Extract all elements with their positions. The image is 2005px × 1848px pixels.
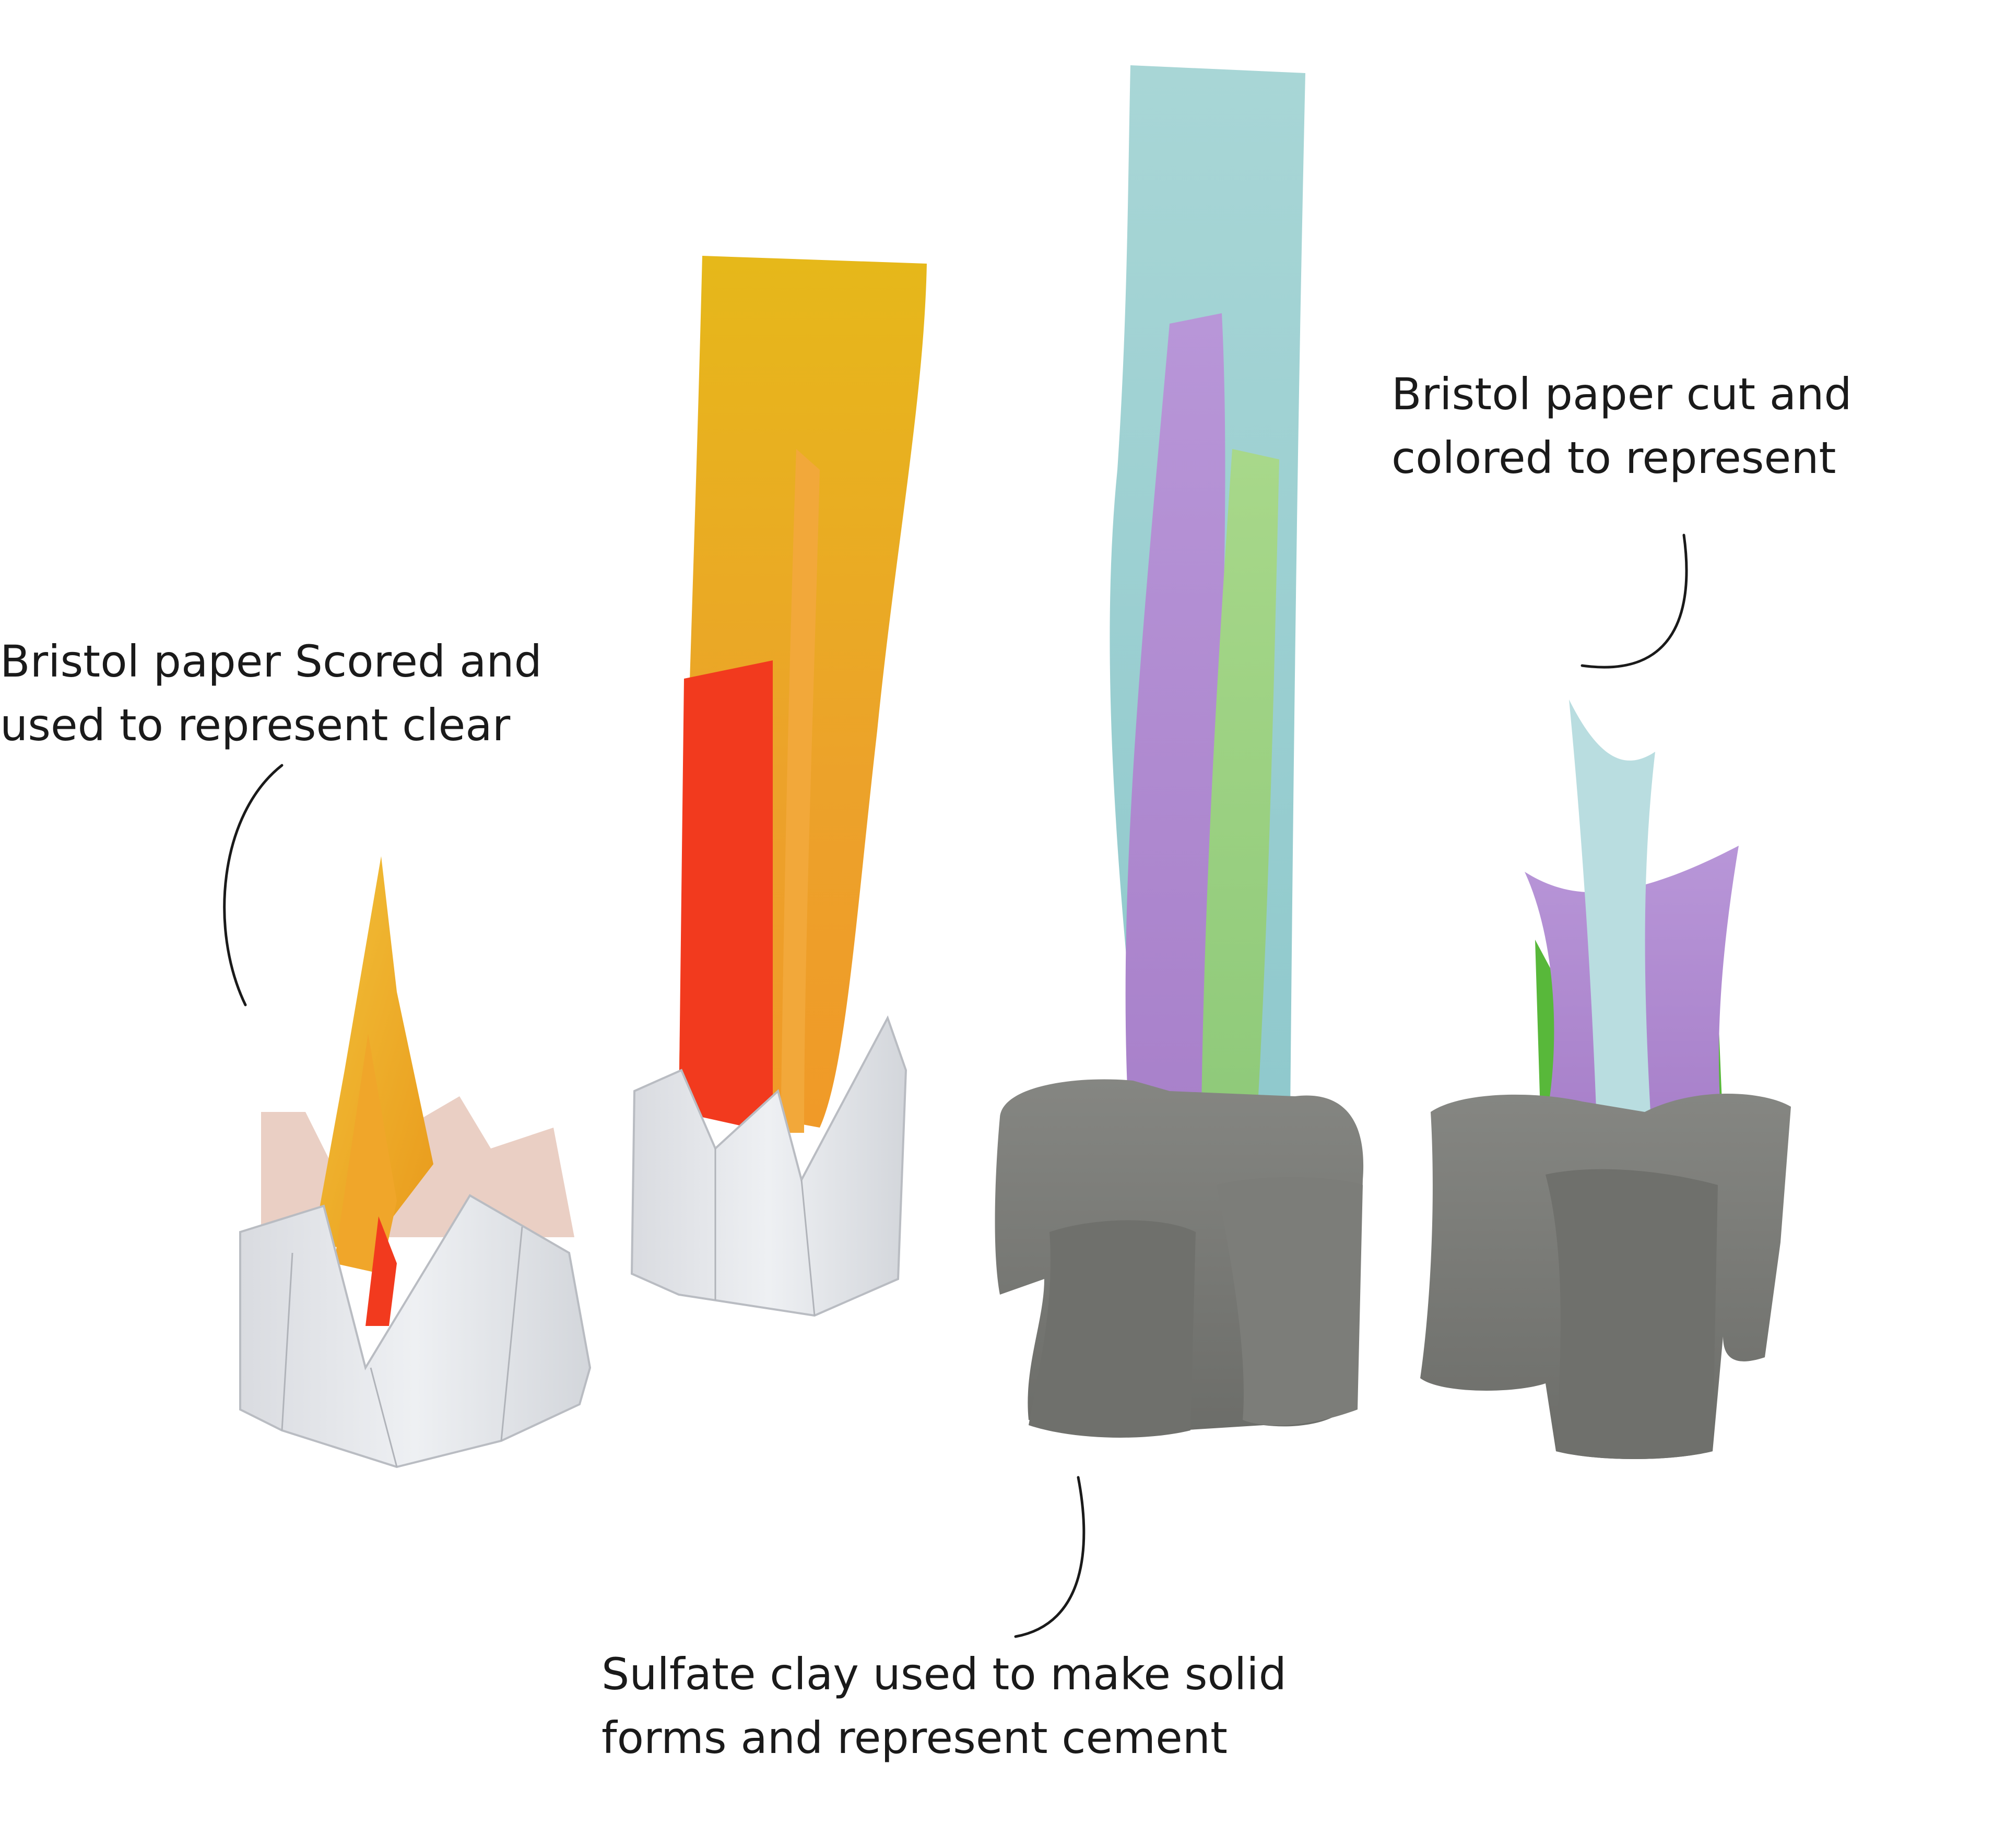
purple-panel [1125, 313, 1225, 1180]
small-clay-front [1546, 1169, 1718, 1459]
crown-fold-line-2 [370, 1367, 398, 1467]
white-hex-base [630, 1015, 907, 1317]
hex-base-fold-2 [800, 1179, 816, 1316]
annotation-colored: Bristol paper cut and colored to represe… [1391, 362, 1852, 490]
annotation-cement-line2: forms and represent cement [602, 1712, 1228, 1763]
orange-fin [781, 449, 820, 1133]
leader-line-colored [1581, 534, 1688, 669]
model-tall-yellow [630, 256, 927, 1317]
blue-spire [1569, 700, 1655, 1154]
yellow-spire [313, 856, 433, 1253]
annotation-clear: Bristol paper Scored and used to represe… [0, 630, 542, 757]
annotation-clear-line2: used to represent clear [0, 700, 511, 751]
clay-right-lobe [1217, 1177, 1363, 1426]
annotation-cement: Sulfate clay used to make solid forms an… [602, 1642, 1287, 1770]
model-small-crown [239, 856, 592, 1468]
annotation-colored-line2: colored to represent [1391, 432, 1836, 483]
green-panel [1201, 449, 1279, 1190]
model-tall-blue [995, 65, 1364, 1438]
annotation-clear-line1: Bristol paper Scored and [0, 636, 542, 687]
crown-fold-line-3 [500, 1226, 523, 1441]
clay-front-lobe [1029, 1220, 1196, 1438]
crown-front-wall [239, 1194, 592, 1468]
leader-line-cement [1014, 1476, 1086, 1638]
annotation-colored-line1: Bristol paper cut and [1391, 369, 1852, 420]
red-inner-piece [365, 1216, 397, 1326]
annotation-cement-line1: Sulfate clay used to make solid [602, 1649, 1287, 1700]
leader-line-clear [223, 764, 284, 1006]
crown-fold-lines [281, 1252, 293, 1431]
red-panel [679, 660, 773, 1133]
yellow-spire-fold [334, 1034, 397, 1274]
model-small-blue [1420, 700, 1791, 1459]
